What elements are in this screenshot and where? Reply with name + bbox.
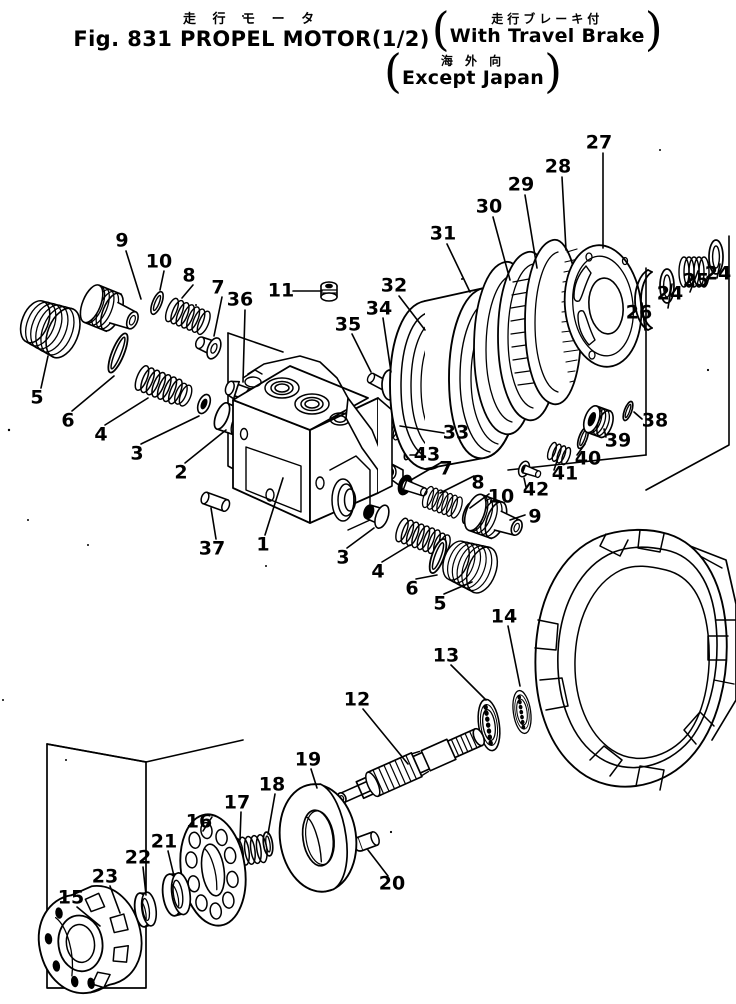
diagram-title-block: 走 行 モ ー タ Fig. 831 PROPEL MOTOR(1/2) ( 走… xyxy=(0,1,736,98)
callout-number-37: 37 xyxy=(198,537,226,560)
callout-number-4: 4 xyxy=(94,423,108,446)
callout-number-22: 22 xyxy=(124,846,152,869)
callout-number-19: 19 xyxy=(294,748,322,771)
part-12-drive-shaft xyxy=(336,727,486,805)
part-7-seat-upper xyxy=(194,336,222,360)
callout-number-6: 6 xyxy=(405,577,419,600)
perspective-plane-lines xyxy=(46,235,730,989)
callout-number-3: 3 xyxy=(336,546,350,569)
callout-number-6: 6 xyxy=(61,409,75,432)
page-title: Fig. 831 PROPEL MOTOR(1/2) xyxy=(73,27,430,51)
paren-close-icon: ) xyxy=(644,1,663,56)
part-16-cylinder-block xyxy=(179,813,247,927)
callout-number-35: 35 xyxy=(334,313,362,336)
callout-number-21: 21 xyxy=(150,830,178,853)
paren-close-icon-2: ) xyxy=(544,44,563,98)
callout-number-15: 15 xyxy=(57,886,85,909)
callout-number-9: 9 xyxy=(528,505,542,528)
callout-number-40: 40 xyxy=(574,447,602,470)
part-15-rocker-cam xyxy=(37,885,143,995)
callout-number-17: 17 xyxy=(223,791,251,814)
region-kana: 海 外 向 xyxy=(440,54,506,69)
title-annotation-region: ( 海 外 向 Except Japan ) xyxy=(383,44,563,98)
callout-number-10: 10 xyxy=(145,250,173,273)
callout-number-5: 5 xyxy=(30,386,44,409)
callout-number-23: 23 xyxy=(91,865,119,888)
callout-number-39: 39 xyxy=(604,429,632,452)
callout-number-28: 28 xyxy=(544,155,572,178)
callout-number-1: 1 xyxy=(256,533,270,556)
part-11-plug-top xyxy=(320,281,338,302)
callout-number-5: 5 xyxy=(433,592,447,615)
callout-number-18: 18 xyxy=(258,773,286,796)
callout-number-7: 7 xyxy=(211,276,225,299)
callout-number-24: 24 xyxy=(704,262,732,285)
callout-number-38: 38 xyxy=(641,409,669,432)
part-21-bushing xyxy=(161,872,192,917)
part-9-plug-right xyxy=(463,493,523,540)
callout-number-9: 9 xyxy=(115,229,129,252)
callout-number-33: 33 xyxy=(442,421,470,444)
callout-number-25: 25 xyxy=(682,269,710,292)
part-37-pin xyxy=(200,491,231,513)
part-39-plug xyxy=(582,405,614,439)
part-26-snap-ring xyxy=(634,269,653,331)
callout-number-14: 14 xyxy=(490,605,518,628)
callout-number-7: 7 xyxy=(439,457,453,480)
callout-number-13: 13 xyxy=(432,644,460,667)
paren-open-icon-2: ( xyxy=(383,44,402,98)
callout-number-11: 11 xyxy=(267,279,295,302)
part-22-washer xyxy=(133,891,158,928)
part-8-spring-right xyxy=(419,484,466,520)
callout-number-20: 20 xyxy=(378,872,406,895)
callout-number-26: 26 xyxy=(625,301,653,324)
callout-number-16: 16 xyxy=(185,810,213,833)
part-4-spring-left xyxy=(131,363,193,407)
part-10-oring-upper xyxy=(150,290,164,316)
part-25-spring xyxy=(678,256,710,288)
title-kana: 走 行 モ ー タ xyxy=(183,12,321,27)
callout-number-29: 29 xyxy=(507,173,535,196)
part-42-bolt xyxy=(517,460,542,479)
callout-number-3: 3 xyxy=(130,442,144,465)
callout-number-32: 32 xyxy=(380,274,408,297)
part-38-oring xyxy=(622,400,634,422)
brake-en: With Travel Brake xyxy=(449,24,645,47)
brake-kana: 走行ブレーキ付 xyxy=(491,11,604,26)
motor-housing xyxy=(534,528,736,791)
part-6-oring-right xyxy=(428,538,448,574)
callout-number-2: 2 xyxy=(174,461,188,484)
part-9-plug-upper xyxy=(79,284,139,333)
callout-number-4: 4 xyxy=(371,560,385,583)
callout-number-41: 41 xyxy=(551,462,579,485)
part-3-seat-left xyxy=(196,393,212,415)
part-19-swash-plate xyxy=(278,783,358,893)
callout-number-36: 36 xyxy=(226,288,254,311)
callout-number-10: 10 xyxy=(487,485,515,508)
paren-open-icon: ( xyxy=(431,1,450,56)
callout-number-34: 34 xyxy=(365,297,393,320)
title-annotation-brake: ( 走行ブレーキ付 With Travel Brake ) xyxy=(431,1,663,56)
callout-number-30: 30 xyxy=(475,195,503,218)
callout-number-27: 27 xyxy=(585,131,613,154)
callout-number-12: 12 xyxy=(343,688,371,711)
leader-lines xyxy=(40,152,721,927)
callout-number-8: 8 xyxy=(471,471,485,494)
part-1-valve-body xyxy=(232,355,404,531)
part-18-washer xyxy=(262,831,274,857)
callout-number-43: 43 xyxy=(413,443,441,466)
callout-number-8: 8 xyxy=(182,264,196,287)
part-3-seat-right xyxy=(363,504,390,529)
part-5-cap-left xyxy=(12,291,88,364)
part-6-oring-left xyxy=(107,332,129,374)
callout-number-24: 24 xyxy=(656,282,684,305)
part-14-bearing xyxy=(509,688,535,736)
part-27-brake-piston xyxy=(563,244,643,368)
region-en: Except Japan xyxy=(401,67,545,90)
callout-number-31: 31 xyxy=(429,222,457,245)
part-8-spring-upper xyxy=(162,296,214,337)
part-41-spring xyxy=(546,441,572,466)
callout-number-42: 42 xyxy=(522,478,550,501)
